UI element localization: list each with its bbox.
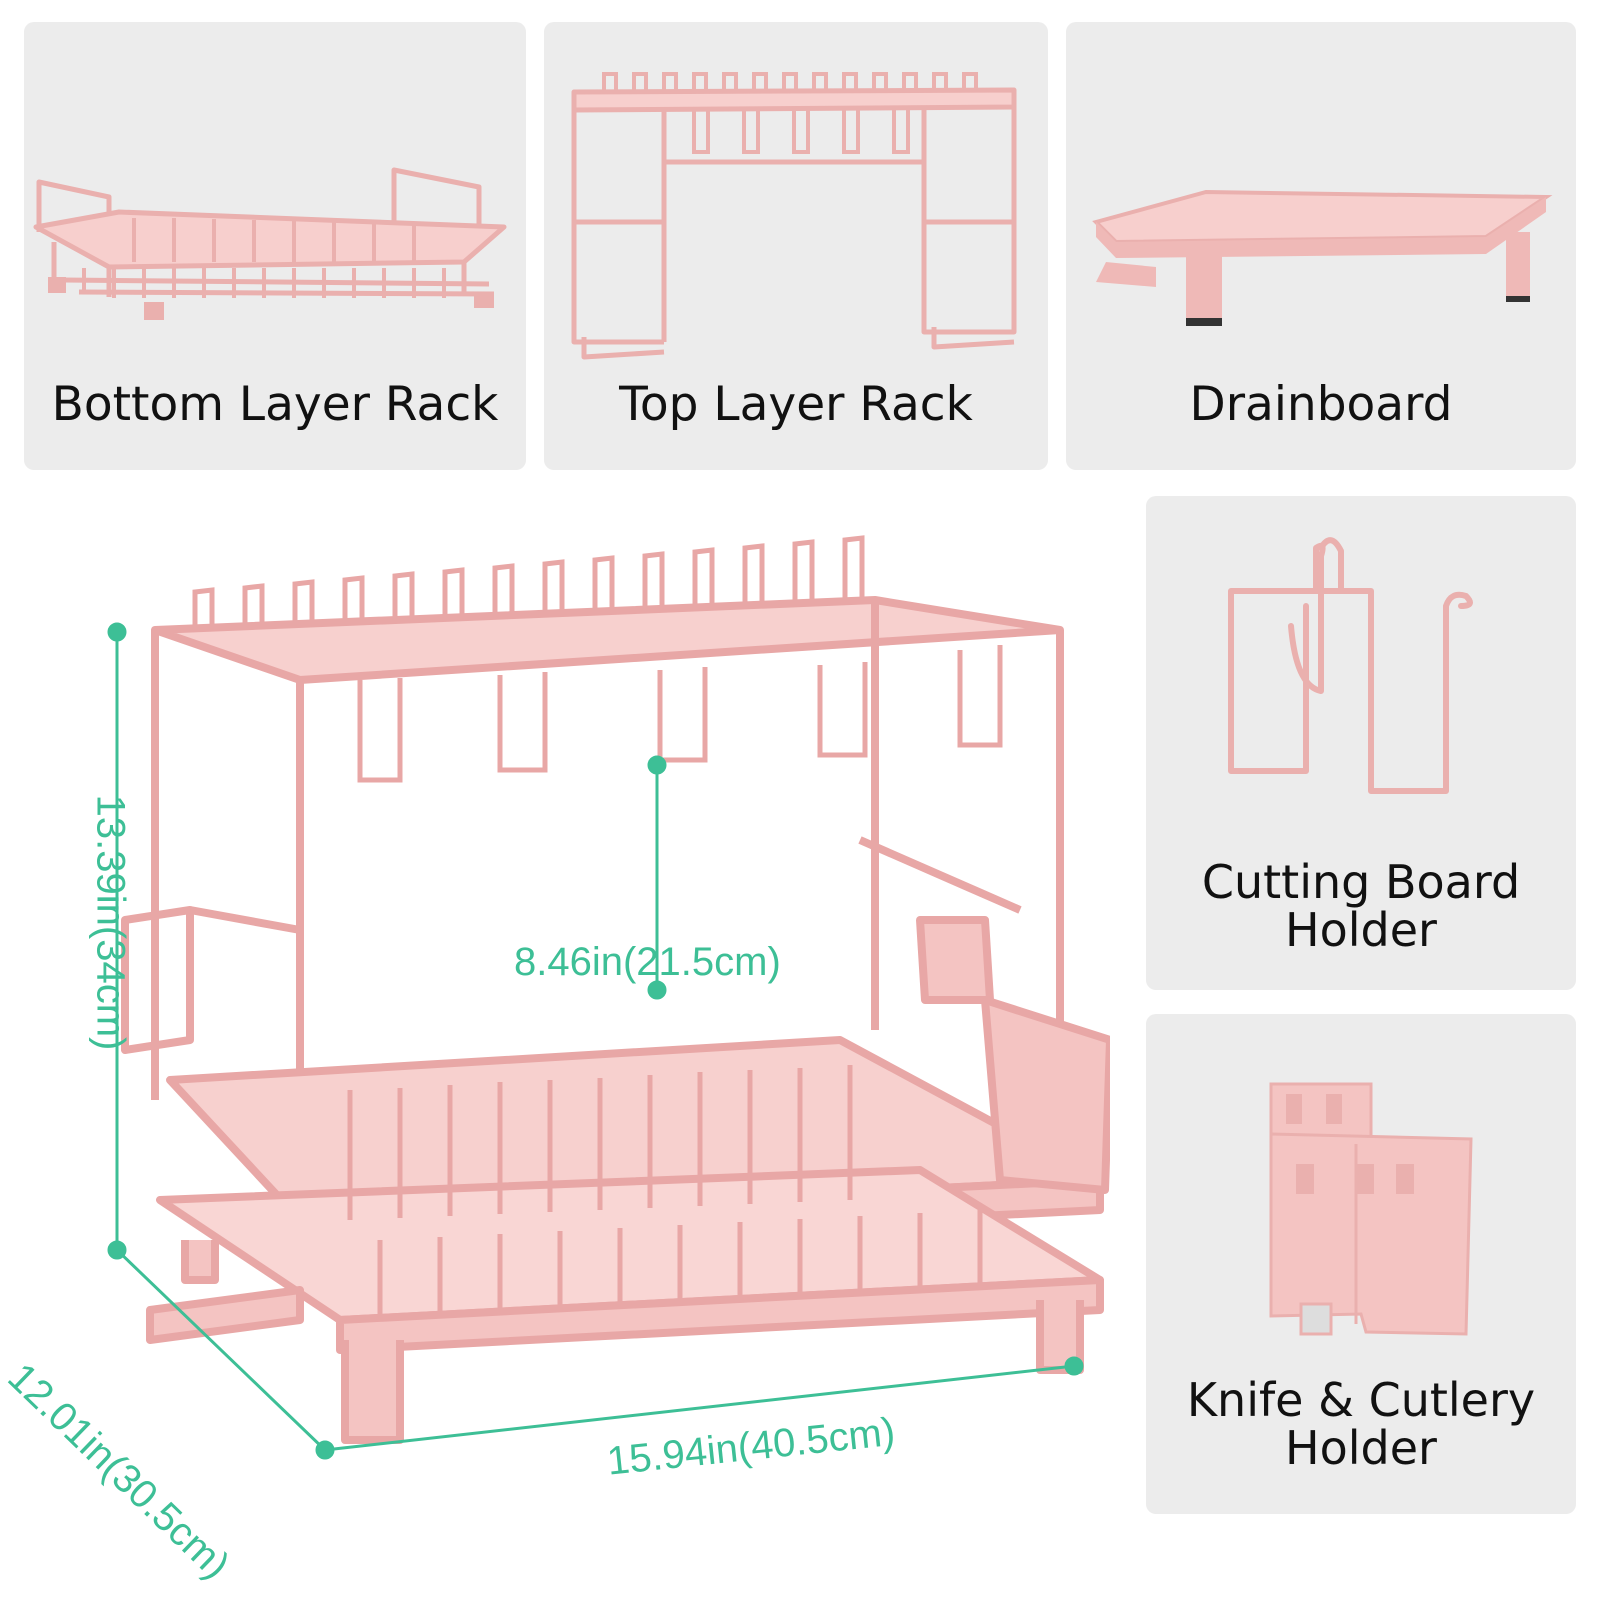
knife-cutlery-holder-icon bbox=[1269, 1082, 1473, 1336]
panel-bottom-layer-rack: Bottom Layer Rack bbox=[24, 22, 526, 470]
knife-cutlery-holder-caption-line2: Holder bbox=[1285, 1421, 1437, 1476]
knife-cutlery-holder-caption-line1: Knife & Cutlery bbox=[1186, 1373, 1536, 1427]
cutting-board-holder-icon bbox=[1228, 537, 1473, 794]
drainboard-caption: Drainboard bbox=[1189, 377, 1453, 432]
bottom-layer-rack-caption: Bottom Layer Rack bbox=[51, 377, 499, 432]
inner-height-dimension-label: 8.46in(21.5cm) bbox=[514, 940, 781, 984]
top-rack-icon bbox=[571, 72, 1017, 360]
knife-cutlery-holder-caption: Knife & Cutlery Holder bbox=[1146, 1376, 1576, 1473]
assembled-dish-rack bbox=[107, 535, 1110, 1460]
height-dimension-label: 13.39in(34cm) bbox=[88, 794, 133, 1051]
cutting-board-holder-caption-line1: Cutting Board bbox=[1201, 855, 1521, 909]
top-rack-tines bbox=[192, 535, 1003, 783]
drainboard-icon bbox=[1092, 189, 1553, 326]
bottom-rack-icon bbox=[33, 167, 507, 320]
panel-cutting-board-holder: Cutting Board Holder bbox=[1146, 496, 1576, 990]
panel-knife-cutlery-holder: Knife & Cutlery Holder bbox=[1146, 1014, 1576, 1514]
panel-top-layer-rack: Top Layer Rack bbox=[544, 22, 1048, 470]
cutting-board-holder-caption-line2: Holder bbox=[1285, 903, 1437, 958]
cutting-board-holder-caption: Cutting Board Holder bbox=[1146, 858, 1576, 955]
rack-frame bbox=[121, 596, 1110, 1444]
panel-drainboard: Drainboard bbox=[1066, 22, 1576, 470]
dimension-lines bbox=[107, 622, 1084, 1460]
bottom-rack-tines bbox=[347, 1065, 983, 1320]
top-layer-rack-caption: Top Layer Rack bbox=[619, 377, 973, 432]
